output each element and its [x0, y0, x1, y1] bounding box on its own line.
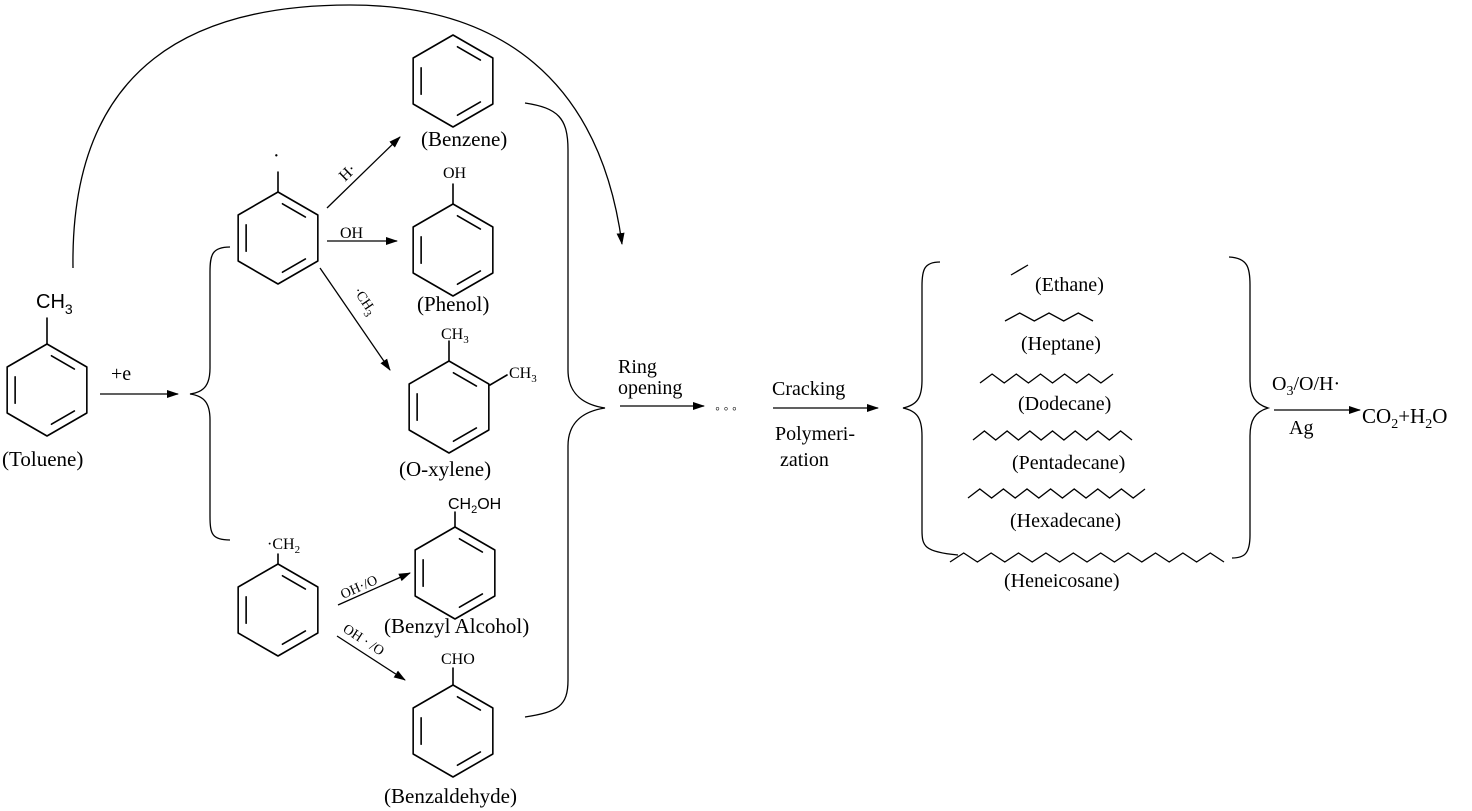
heptane-name: (Heptane) — [1021, 333, 1101, 355]
oxylene-ring — [408, 360, 490, 454]
oxylene-name: (O-xylene) — [399, 457, 491, 481]
alkane-left-brace — [902, 261, 959, 556]
hexadecane-chain — [967, 488, 1146, 499]
double-bond — [281, 574, 307, 590]
double-bond — [281, 202, 307, 218]
catalyst-label: Ag — [1289, 417, 1313, 439]
phenyl-radical-ring — [237, 191, 319, 285]
dodecane-name: (Dodecane) — [1018, 393, 1111, 415]
benzyl-alcohol-reagent: OH·/O — [339, 573, 381, 603]
ethane-chain — [1010, 264, 1029, 276]
benzaldehyde-arrow — [336, 635, 406, 681]
double-bond — [456, 751, 482, 767]
pentadecane-chain — [972, 430, 1133, 441]
hexagon — [414, 526, 496, 620]
double-bond — [281, 630, 307, 646]
electron-label: +e — [111, 363, 131, 385]
dodecane-chain — [979, 373, 1114, 384]
benzyl-radical-label: ·CH2 — [267, 536, 300, 556]
hexagon — [237, 191, 319, 285]
benzyl-alcohol-ring — [414, 526, 496, 620]
double-bond — [452, 371, 478, 387]
benzene-name: (Benzene) — [421, 127, 507, 151]
hexagon — [412, 684, 494, 778]
hexagon — [412, 34, 494, 128]
double-bond — [456, 695, 482, 711]
benzene-ring — [412, 34, 494, 128]
alkane-right-brace — [1228, 256, 1271, 559]
final-products: CO2+H2O — [1362, 404, 1447, 432]
polymerization-label-1: Polymeri- — [775, 423, 855, 445]
double-bond — [50, 410, 76, 426]
benzyl-radical-ring — [237, 563, 319, 657]
benzyl-alcohol-group: CH2OH — [448, 496, 501, 516]
hexagon — [412, 203, 494, 297]
double-bond — [456, 45, 482, 61]
phenol-oh-label: OH — [443, 165, 467, 182]
double-bond — [281, 258, 307, 274]
intermediates-brace — [189, 246, 231, 541]
benzaldehyde-name: (Benzaldehyde) — [384, 784, 517, 808]
ring-opening-label-1: Ring — [618, 356, 657, 378]
toluene-ring — [6, 343, 88, 437]
oh-label: OH — [340, 225, 364, 242]
benzyl-alcohol-arrow — [337, 572, 411, 606]
heptane-chain — [1004, 312, 1094, 322]
toluene-name: (Toluene) — [2, 447, 83, 471]
methyl-radical-arrow — [319, 267, 391, 371]
heneicosane-name: (Heneicosane) — [1004, 570, 1120, 592]
oxylene-methyl-label-2: CH3 — [509, 365, 537, 385]
benzaldehyde-ring — [412, 684, 494, 778]
double-bond — [456, 214, 482, 230]
phenyl-radical-dot: · — [273, 145, 280, 167]
cracking-label: Cracking — [772, 378, 845, 400]
ring-opening-label-2: opening — [618, 377, 682, 399]
double-bond — [452, 427, 478, 443]
toluene-methyl-label: CH3 — [36, 291, 73, 317]
heneicosane-chain — [949, 552, 1225, 563]
double-bond — [50, 354, 76, 370]
phenol-ring — [412, 203, 494, 297]
polymerization-label-2: zation — [780, 449, 829, 471]
hexadecane-name: (Hexadecane) — [1010, 510, 1121, 532]
h-radical-label: H· — [336, 161, 360, 185]
double-bond — [458, 537, 484, 553]
hexagon — [6, 343, 88, 437]
benzaldehyde-reagent: OH · /O — [340, 622, 387, 660]
hexagon — [408, 360, 490, 454]
ethane-name: (Ethane) — [1035, 274, 1104, 296]
oxylene-methyl-label-1: CH3 — [441, 326, 469, 346]
double-bond — [458, 593, 484, 609]
h-radical-arrow — [326, 136, 401, 209]
ellipsis: ◦ ◦ ◦ — [715, 402, 737, 417]
double-bond — [456, 270, 482, 286]
products-brace — [524, 102, 606, 718]
oxidants-label: O3/O/H· — [1272, 373, 1340, 399]
direct-ring-opening-arrow — [72, 4, 625, 269]
pentadecane-name: (Pentadecane) — [1012, 452, 1125, 474]
benzyl-alcohol-name: (Benzyl Alcohol) — [384, 614, 529, 638]
oxylene-methyl-bond-2 — [489, 374, 508, 386]
hexagon — [237, 563, 319, 657]
benzaldehyde-group: CHO — [441, 651, 475, 668]
double-bond — [456, 101, 482, 117]
phenol-name: (Phenol) — [417, 292, 489, 316]
